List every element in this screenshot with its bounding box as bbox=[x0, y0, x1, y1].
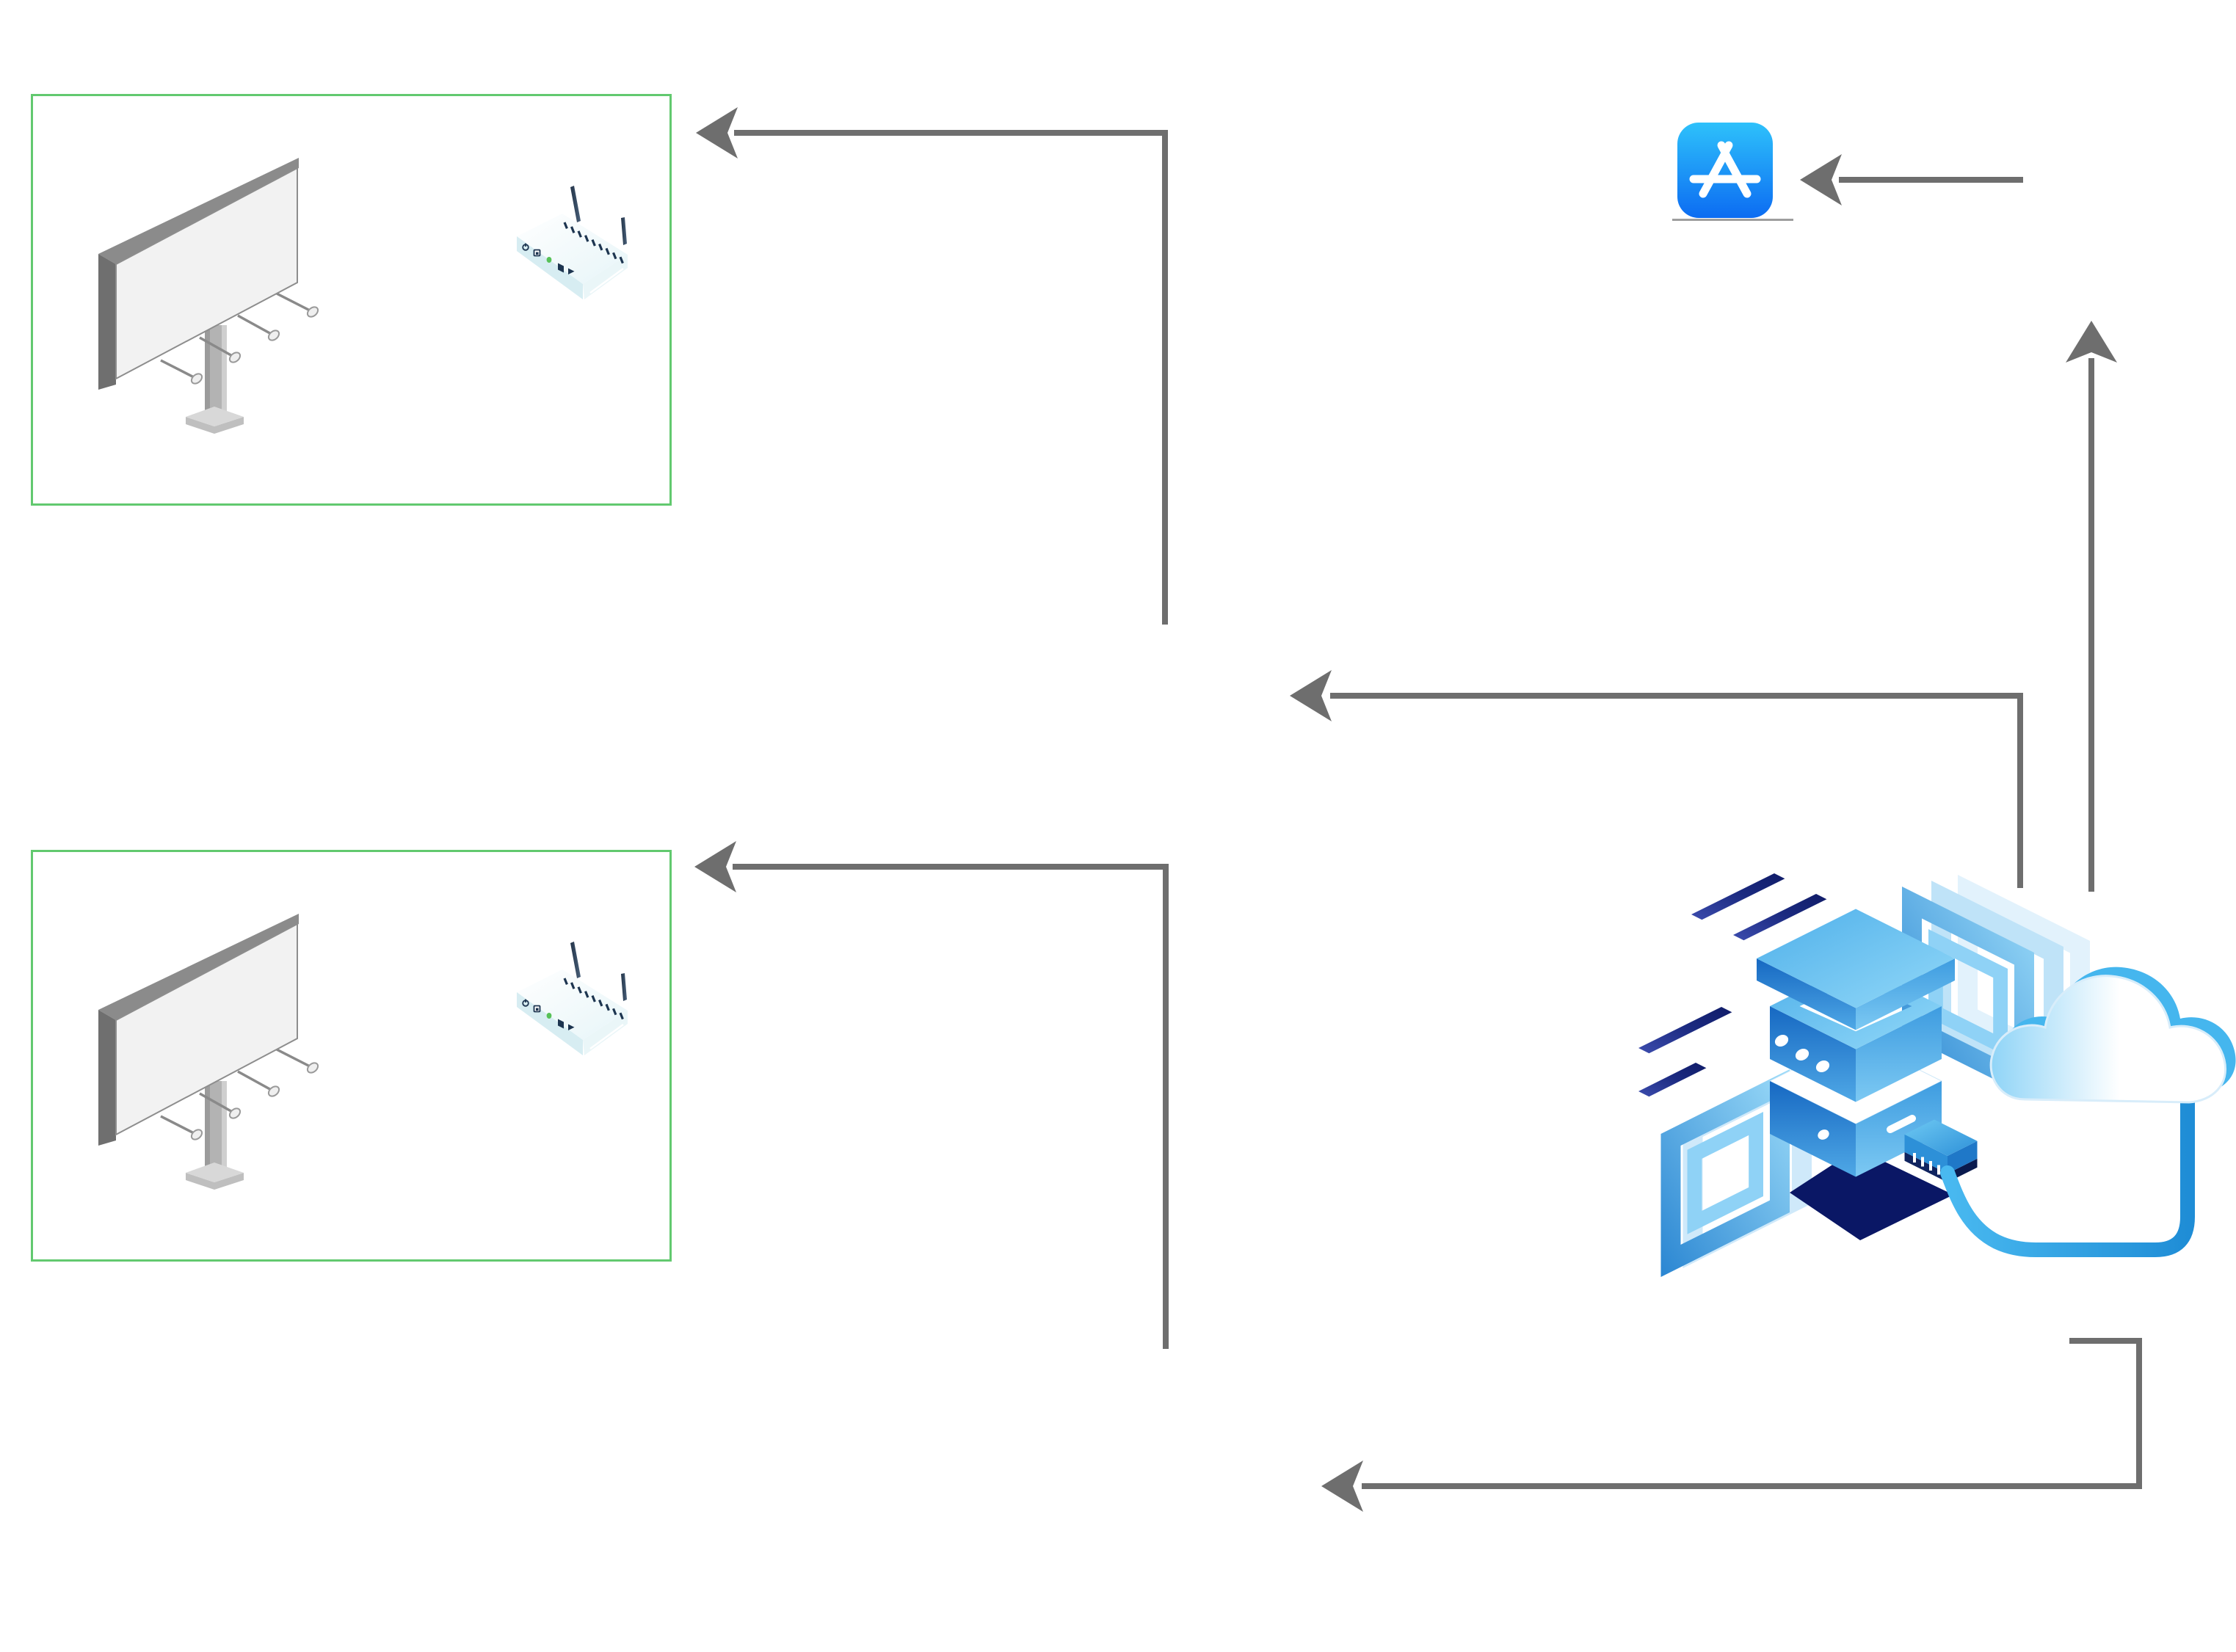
arrow-up-from-server-head bbox=[2066, 321, 2117, 363]
wifi-router-icon bbox=[516, 942, 629, 1057]
arrow-bottom-loop-head bbox=[1321, 1460, 1363, 1512]
site-2-boundary bbox=[31, 850, 672, 1262]
cloud-icon bbox=[1989, 967, 2236, 1104]
billboard-icon bbox=[97, 912, 322, 1191]
cloud-server-illustration bbox=[1638, 873, 2236, 1277]
server-lid bbox=[1757, 909, 1955, 1030]
arrow-to-site-1-line bbox=[734, 130, 1168, 625]
site-1-boundary bbox=[31, 94, 672, 506]
cloud-cable bbox=[1940, 1077, 2195, 1257]
arrow-from-server-left-line bbox=[1330, 693, 2023, 888]
server-shadow bbox=[1790, 1149, 1953, 1240]
app-store-icon bbox=[1677, 123, 1773, 218]
arrow-from-server-left-head bbox=[1290, 670, 1332, 721]
wifi-router-icon bbox=[516, 186, 629, 301]
chip-frame-left bbox=[1660, 1060, 1812, 1277]
billboard-icon bbox=[97, 156, 322, 435]
arrow-to-site-2-line bbox=[733, 864, 1169, 1349]
arrow-to-app-store-head bbox=[1800, 154, 1842, 205]
app-store-underline bbox=[1672, 219, 1793, 221]
arrow-to-site-2-head bbox=[694, 841, 736, 892]
arrow-to-site-1-head bbox=[696, 107, 738, 159]
arrow-bottom-loop-line bbox=[1362, 1338, 2142, 1489]
